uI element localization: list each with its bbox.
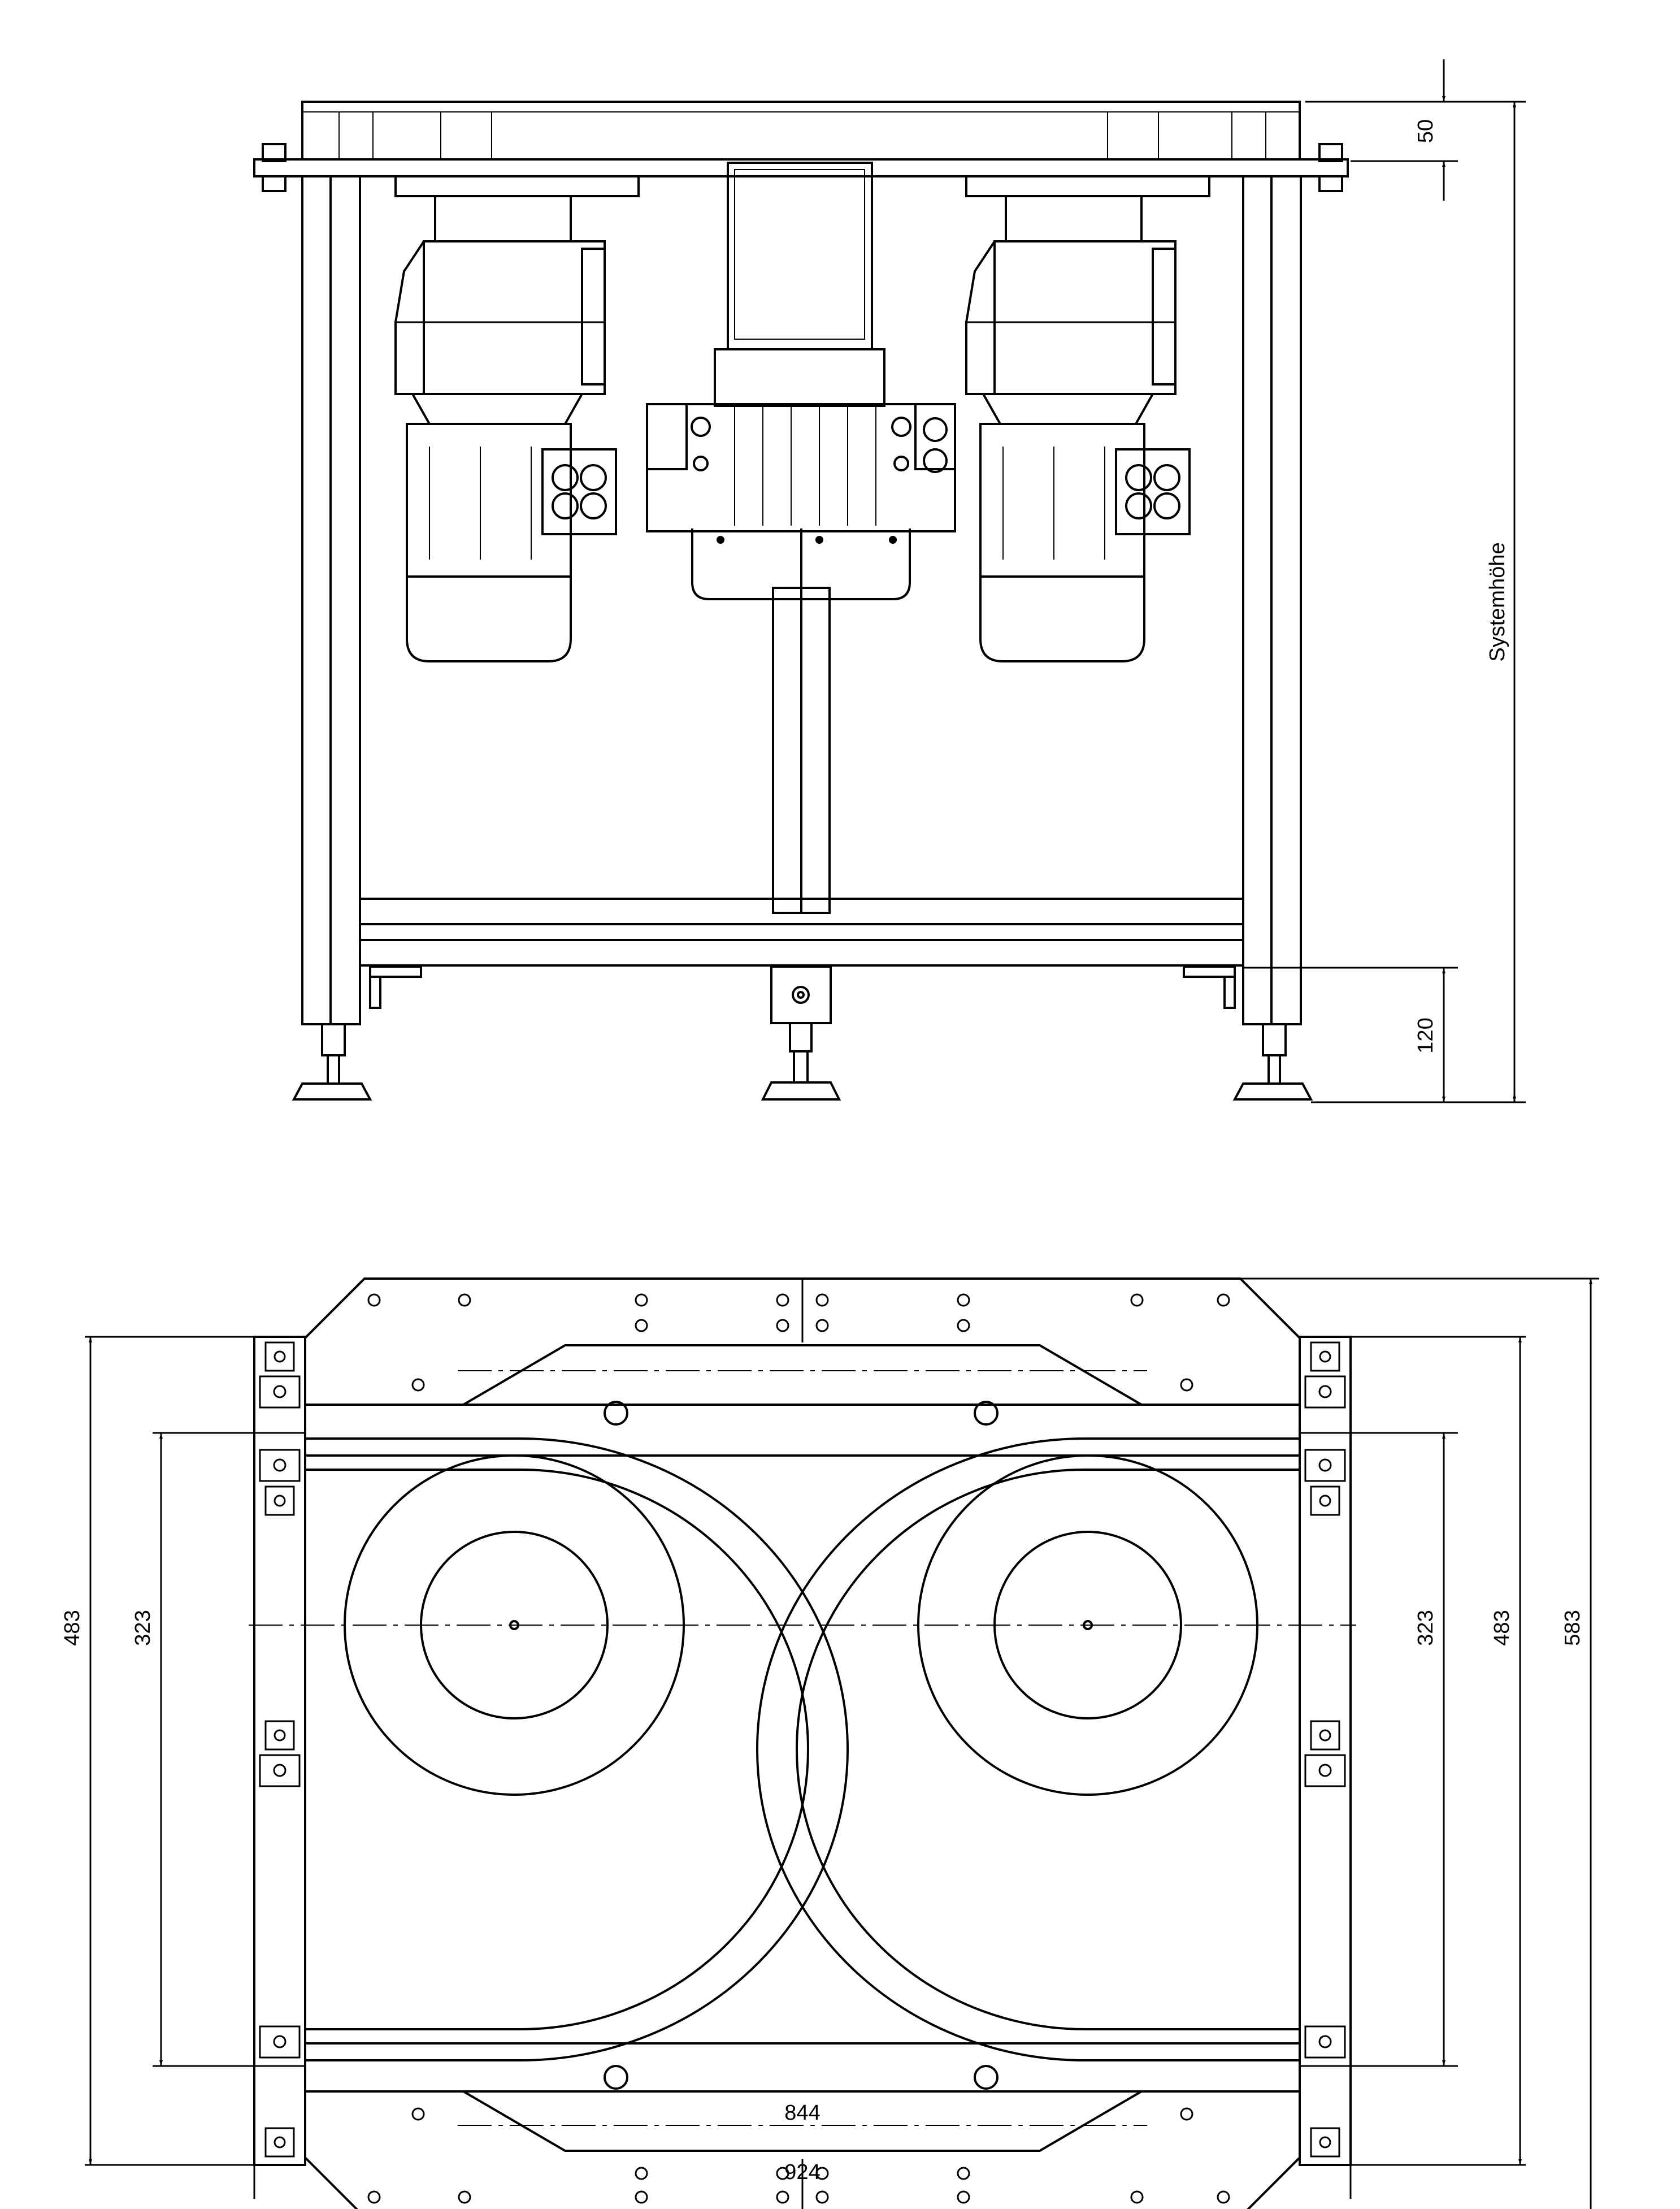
dim-inner-right-label: 323 <box>1414 1610 1438 1645</box>
dim-total-depth-label: 583 <box>1561 1610 1585 1645</box>
dim-foot-label: 120 <box>1414 1017 1438 1053</box>
top-view-dimensions <box>85 1277 1599 2209</box>
dim-system-height-label: Systemhöhe <box>1486 542 1509 661</box>
dim-top-plate-label: 50 <box>1414 119 1438 143</box>
side-view-dimensions <box>1243 59 1526 1103</box>
side-view <box>253 101 1349 1101</box>
dim-inner-width-label: 844 <box>784 2101 820 2125</box>
dim-total-width-label: 924 <box>784 2160 820 2184</box>
top-view <box>249 1277 1356 2209</box>
dim-outer-left-label: 483 <box>60 1610 84 1645</box>
dim-outer-right-label: 483 <box>1490 1610 1514 1645</box>
dim-inner-left-label: 323 <box>131 1610 155 1645</box>
